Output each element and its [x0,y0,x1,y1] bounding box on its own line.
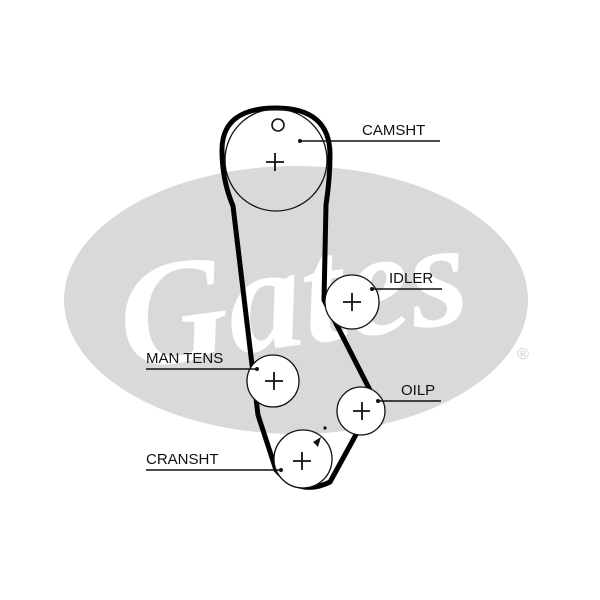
oil-pump-pulley: OILP [336,382,441,436]
idler-pulley: IDLER [324,270,442,330]
camshaft-circle [224,108,328,212]
tensioner-label: MAN TENS [146,350,223,367]
camshaft-label: CAMSHT [362,122,425,139]
gates-watermark: Gates ® [64,166,529,434]
camshaft-center-plus-icon [266,153,284,171]
idler-label: IDLER [389,270,433,287]
camshaft-timing-mark-icon [271,118,285,132]
tensioner-center-plus-icon [265,372,283,390]
crankshaft-label: CRANSHT [146,451,219,468]
crankshaft-center-plus-icon [293,452,311,470]
oil-pump-center-plus-icon [353,402,370,420]
crankshaft-rotation-dot [323,426,327,430]
crankshaft-timing-mark-icon [313,437,321,447]
oil-pump-label: OILP [401,382,435,399]
manual-tensioner-pulley: MAN TENS [146,350,300,408]
crankshaft-pulley: CRANSHT [146,426,333,489]
camshaft-pulley: CAMSHT [224,108,440,212]
watermark-ellipse [64,166,528,434]
timing-belt [219,105,378,490]
idler-center-plus-icon [343,293,361,311]
registered-mark: ® [517,346,529,363]
crankshaft-circle [273,429,333,489]
